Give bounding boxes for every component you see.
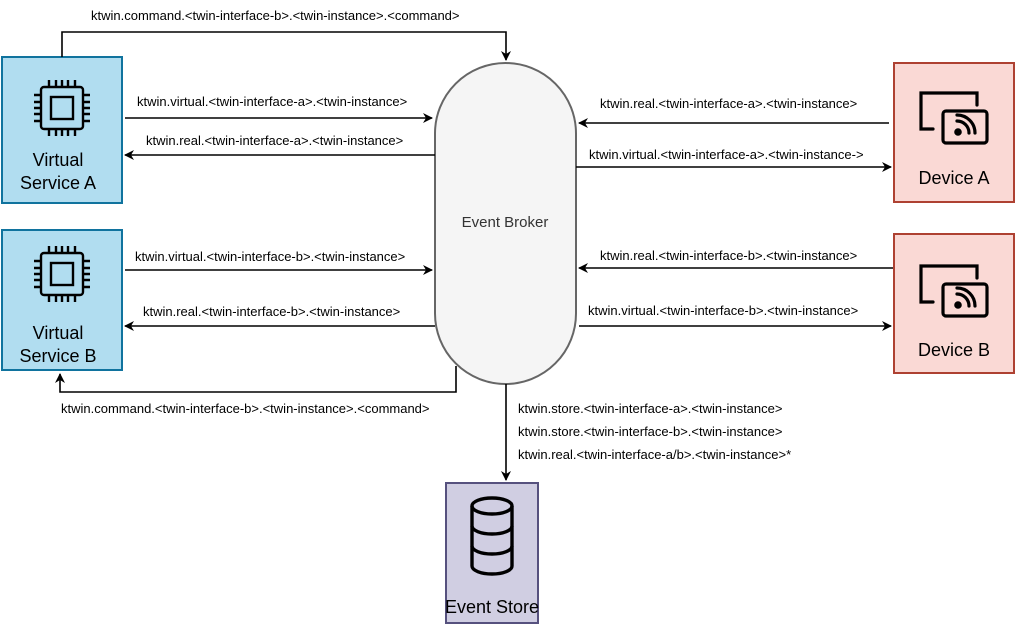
- edge-broker-to-devb-label: ktwin.virtual.<twin-interface-b>.<twin-i…: [588, 303, 858, 318]
- edge-vsb-to-broker-label: ktwin.virtual.<twin-interface-b>.<twin-i…: [135, 249, 405, 264]
- event-store-node: Event Store: [445, 482, 539, 624]
- event-broker-node: Event Broker: [434, 62, 577, 385]
- virtual-service-b-label-line1: Virtual: [33, 323, 84, 343]
- event-store-label: Event Store: [445, 597, 539, 617]
- edge-bottom-command-label: ktwin.command.<twin-interface-b>.<twin-i…: [61, 401, 430, 416]
- edge-devb-to-broker-label: ktwin.real.<twin-interface-b>.<twin-inst…: [600, 248, 857, 263]
- edge-store-label-line2: ktwin.store.<twin-interface-b>.<twin-ins…: [518, 424, 782, 439]
- virtual-service-b-node: Virtual Service B: [1, 229, 123, 371]
- virtual-service-b-label-line2: Service B: [19, 346, 96, 366]
- virtual-service-a-label-line2: Service A: [20, 173, 96, 193]
- edge-deva-to-broker-label: ktwin.real.<twin-interface-a>.<twin-inst…: [600, 96, 857, 111]
- edge-broker-to-vsa-label: ktwin.real.<twin-interface-a>.<twin-inst…: [146, 133, 403, 148]
- virtual-service-a-node: Virtual Service A: [1, 56, 123, 204]
- cast-screen-icon: [919, 91, 989, 145]
- virtual-service-a-label-line1: Virtual: [33, 150, 84, 170]
- edge-store-label-line1: ktwin.store.<twin-interface-a>.<twin-ins…: [518, 401, 782, 416]
- device-b-node: Device B: [893, 233, 1015, 374]
- device-a-box: [893, 62, 1015, 203]
- edge-vsa-to-broker-label: ktwin.virtual.<twin-interface-a>.<twin-i…: [137, 94, 407, 109]
- edge-top-command: [61, 31, 511, 61]
- device-a-node: Device A: [893, 62, 1015, 203]
- event-broker-label: Event Broker: [462, 214, 549, 231]
- edge-broker-to-deva-label: ktwin.virtual.<twin-interface-a>.<twin-i…: [589, 147, 864, 162]
- cpu-chip-icon: [34, 246, 90, 302]
- edge-bottom-command: [55, 366, 457, 393]
- device-b-label: Device B: [918, 340, 990, 360]
- device-a-label: Device A: [918, 168, 989, 188]
- device-b-box: [893, 233, 1015, 374]
- cpu-chip-icon: [34, 80, 90, 136]
- cast-screen-icon: [919, 264, 989, 318]
- edge-broker-to-vsb-label: ktwin.real.<twin-interface-b>.<twin-inst…: [143, 304, 400, 319]
- edge-store-label-line3: ktwin.real.<twin-interface-a/b>.<twin-in…: [518, 447, 791, 462]
- database-icon: [470, 496, 514, 576]
- edge-top-command-label: ktwin.command.<twin-interface-b>.<twin-i…: [91, 8, 460, 23]
